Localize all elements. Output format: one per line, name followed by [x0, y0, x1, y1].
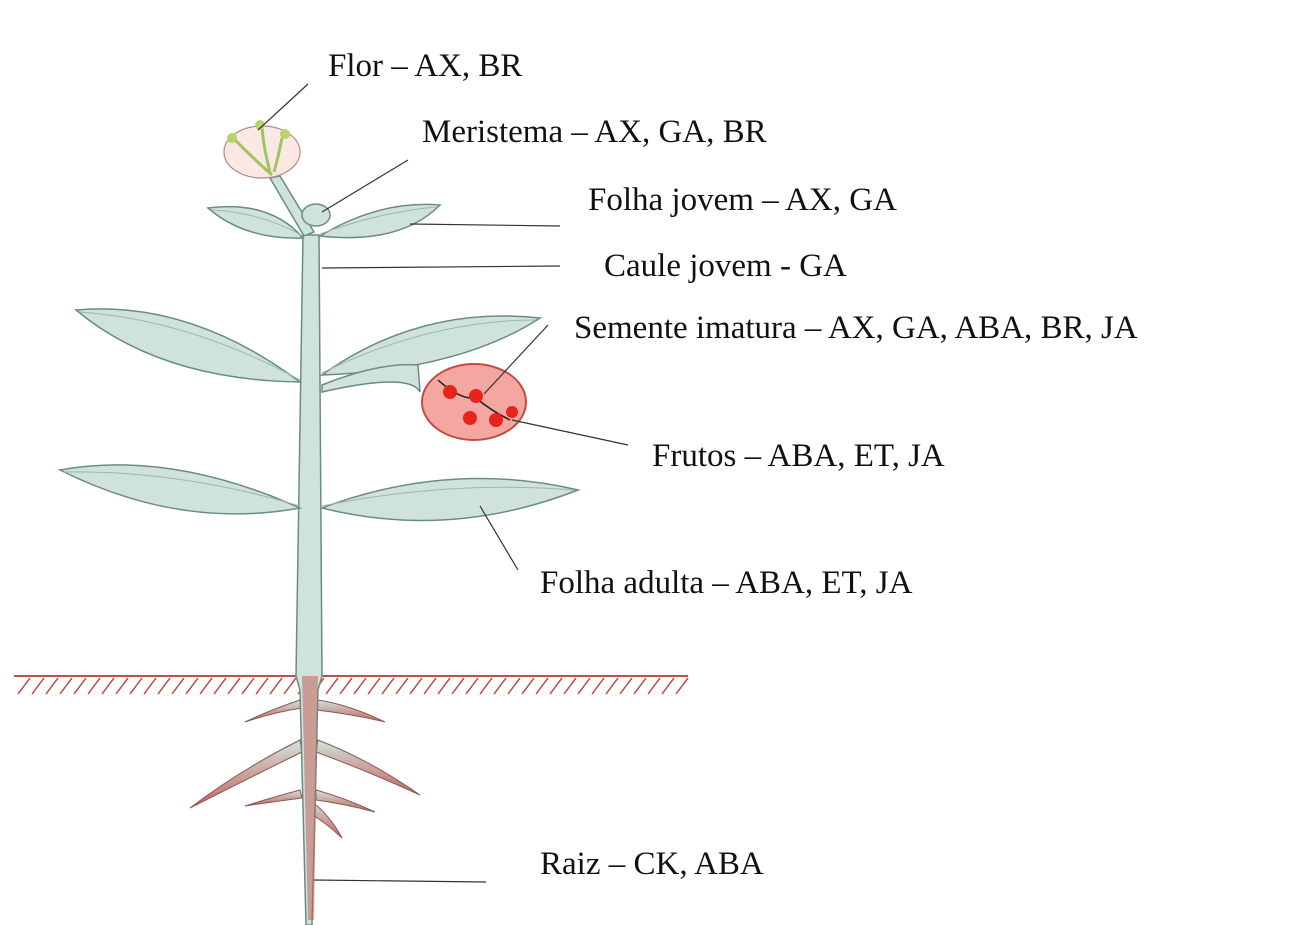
- label-semente-imatura: Semente imatura – AX, GA, ABA, BR, JA: [574, 312, 1138, 345]
- flower: [224, 120, 300, 178]
- label-raiz: Raiz – CK, ABA: [540, 848, 764, 881]
- soil-line: [14, 676, 688, 694]
- label-folha-adulta: Folha adulta – ABA, ET, JA: [540, 567, 912, 600]
- label-folha-jovem: Folha jovem – AX, GA: [588, 184, 897, 217]
- meristem-bud: [302, 204, 330, 226]
- label-meristema: Meristema – AX, GA, BR: [422, 116, 767, 149]
- fruit: [422, 364, 526, 440]
- label-frutos: Frutos – ABA, ET, JA: [652, 440, 945, 473]
- stem: [270, 176, 322, 925]
- label-flor: Flor – AX, BR: [328, 50, 522, 83]
- label-caule-jovem: Caule jovem - GA: [604, 250, 847, 283]
